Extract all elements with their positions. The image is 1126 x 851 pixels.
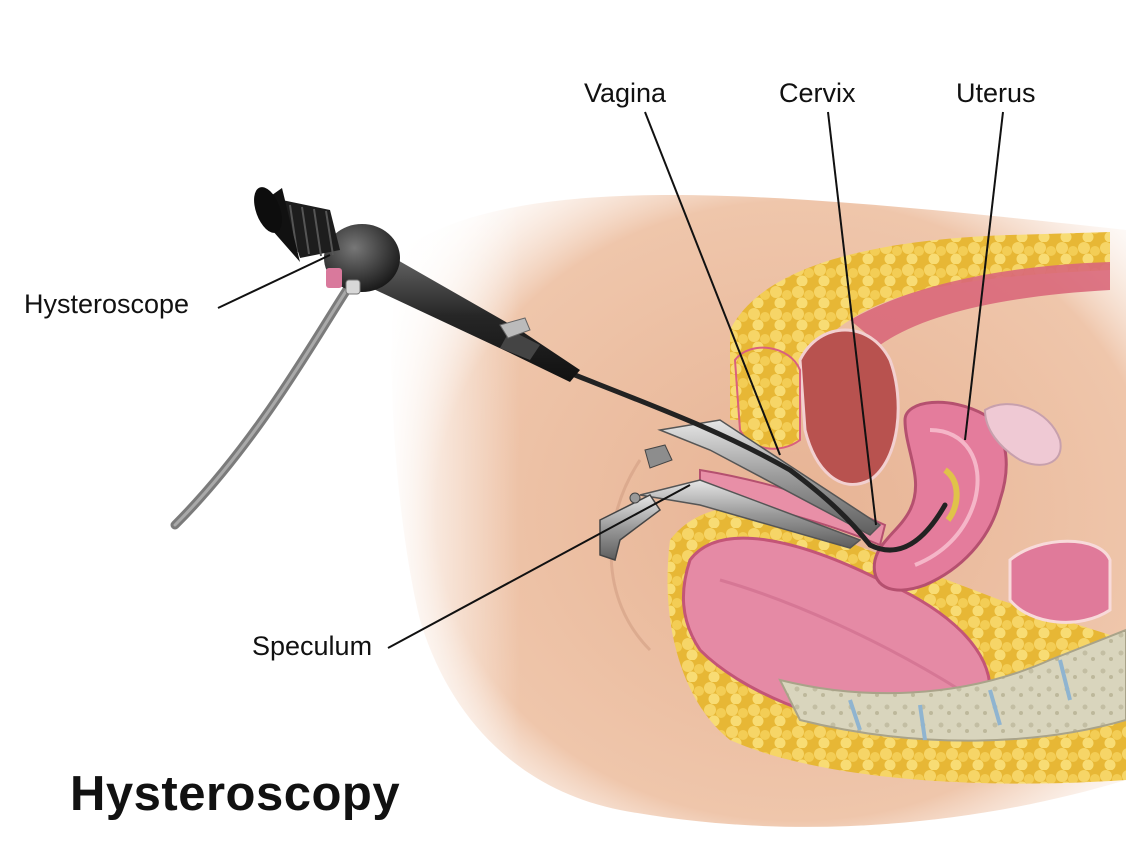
diagram-title: Hysteroscopy bbox=[70, 767, 401, 821]
label-vagina: Vagina bbox=[584, 78, 667, 108]
leader-uterus bbox=[964, 111, 1004, 441]
hysteroscope-shaft bbox=[572, 372, 948, 553]
hysteroscope-valve-silver bbox=[345, 279, 361, 295]
leader-hysteroscope bbox=[217, 254, 331, 309]
leader-vagina bbox=[644, 111, 781, 456]
speculum-handle bbox=[599, 494, 662, 561]
bladder bbox=[798, 328, 900, 486]
label-hysteroscope: Hysteroscope bbox=[24, 289, 190, 319]
speculum-upper-blade bbox=[657, 419, 882, 536]
ovary bbox=[983, 403, 1062, 466]
label-speculum: Speculum bbox=[252, 631, 373, 661]
bowel-loop bbox=[1008, 539, 1112, 624]
leader-lines bbox=[217, 111, 1004, 649]
hysteroscope-valve-pink bbox=[326, 268, 342, 288]
uterine-cavity bbox=[943, 467, 960, 522]
leader-speculum bbox=[387, 484, 691, 649]
light-cable bbox=[170, 280, 355, 530]
upper-fat bbox=[730, 232, 1110, 420]
label-cervix: Cervix bbox=[779, 78, 856, 108]
leader-cervix bbox=[827, 111, 877, 526]
hysteroscope-bulb bbox=[324, 224, 400, 292]
speculum-lower-blade bbox=[639, 479, 862, 549]
label-uterus: Uterus bbox=[956, 78, 1036, 108]
